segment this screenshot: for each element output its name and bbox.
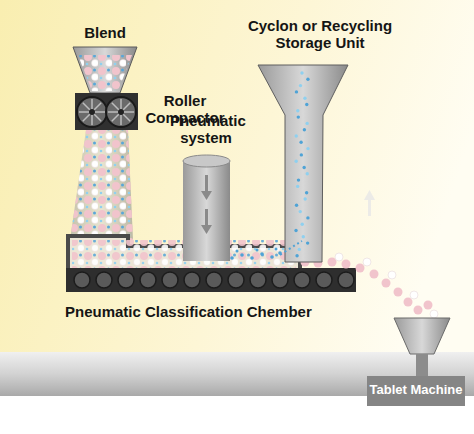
cyclone-unit: Cyclon or Recycling Storage Unit xyxy=(240,15,400,265)
node-label: Tablet Machine xyxy=(367,383,465,398)
node-label: Pneumatic Classification Chember xyxy=(65,304,365,321)
node-label: Cyclon or Recycling Storage Unit xyxy=(240,18,400,52)
cyclone-unit-outline xyxy=(240,15,400,265)
node-label: Blend xyxy=(70,25,140,42)
tablet-machine: Tablet Machine xyxy=(367,376,465,406)
classification-chamber: Pneumatic Classification Chember xyxy=(60,236,360,324)
node-label: Pneumatic system xyxy=(170,113,242,147)
feed-hopper: Blend xyxy=(70,25,140,95)
pneumatic-cylinder: Pneumatic system xyxy=(170,113,242,265)
